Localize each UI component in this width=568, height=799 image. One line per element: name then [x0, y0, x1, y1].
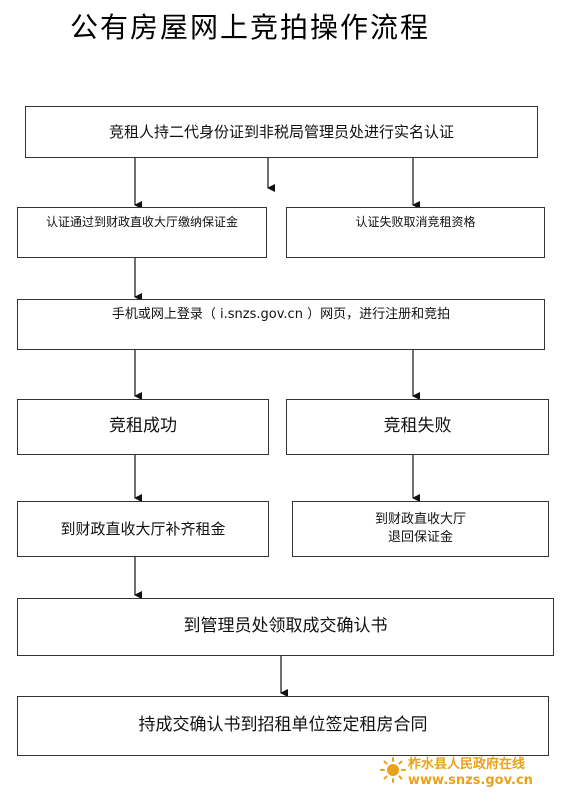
pay-deposit-box: 认证通过到财政直收大厅缴纳保证金: [17, 207, 267, 258]
bid-fail-text: 竞租失败: [383, 416, 452, 437]
verify-identity-text: 竞租人持二代身份证到非税局管理员处进行实名认证: [108, 122, 454, 141]
watermark: 柞水县人民政府在线 www.snzs.gov.cn: [380, 751, 560, 793]
pay-rent-text: 到财政直收大厅补齐租金: [60, 519, 226, 538]
sign-contract-box: 持成交确认书到招租单位签定租房合同: [17, 696, 549, 756]
bid-success-box: 竞租成功: [17, 399, 269, 455]
verify-fail-box: 认证失败取消竞租资格: [286, 207, 545, 258]
verify-fail-text: 认证失败取消竞租资格: [355, 215, 476, 229]
watermark-site-name: 柞水县人民政府在线: [408, 757, 526, 772]
refund-deposit-box: 到财政直收大厅 退回保证金: [292, 501, 549, 557]
bid-fail-box: 竞租失败: [286, 399, 549, 455]
pay-deposit-text: 认证通过到财政直收大厅缴纳保证金: [45, 215, 238, 229]
pay-rent-box: 到财政直收大厅补齐租金: [17, 501, 269, 557]
register-bid-text: 手机或网上登录（ i.snzs.gov.cn ）网页，进行注册和竞拍: [111, 307, 451, 322]
sign-contract-text: 持成交确认书到招租单位签定租房合同: [138, 715, 428, 736]
verify-identity-box: 竞租人持二代身份证到非税局管理员处进行实名认证: [25, 106, 538, 158]
get-confirmation-text: 到管理员处领取成交确认书: [183, 616, 388, 637]
register-bid-box: 手机或网上登录（ i.snzs.gov.cn ）网页，进行注册和竞拍: [17, 299, 545, 350]
get-confirmation-box: 到管理员处领取成交确认书: [17, 598, 554, 656]
refund-deposit-line1: 到财政直收大厅: [374, 511, 466, 527]
bid-success-text: 竞租成功: [109, 416, 177, 437]
page-title: 公有房屋网上竞拍操作流程: [70, 11, 431, 44]
watermark-url: www.snzs.gov.cn: [408, 773, 533, 788]
refund-deposit-line2: 退回保证金: [387, 530, 453, 545]
sun-logo-icon: [380, 757, 406, 783]
